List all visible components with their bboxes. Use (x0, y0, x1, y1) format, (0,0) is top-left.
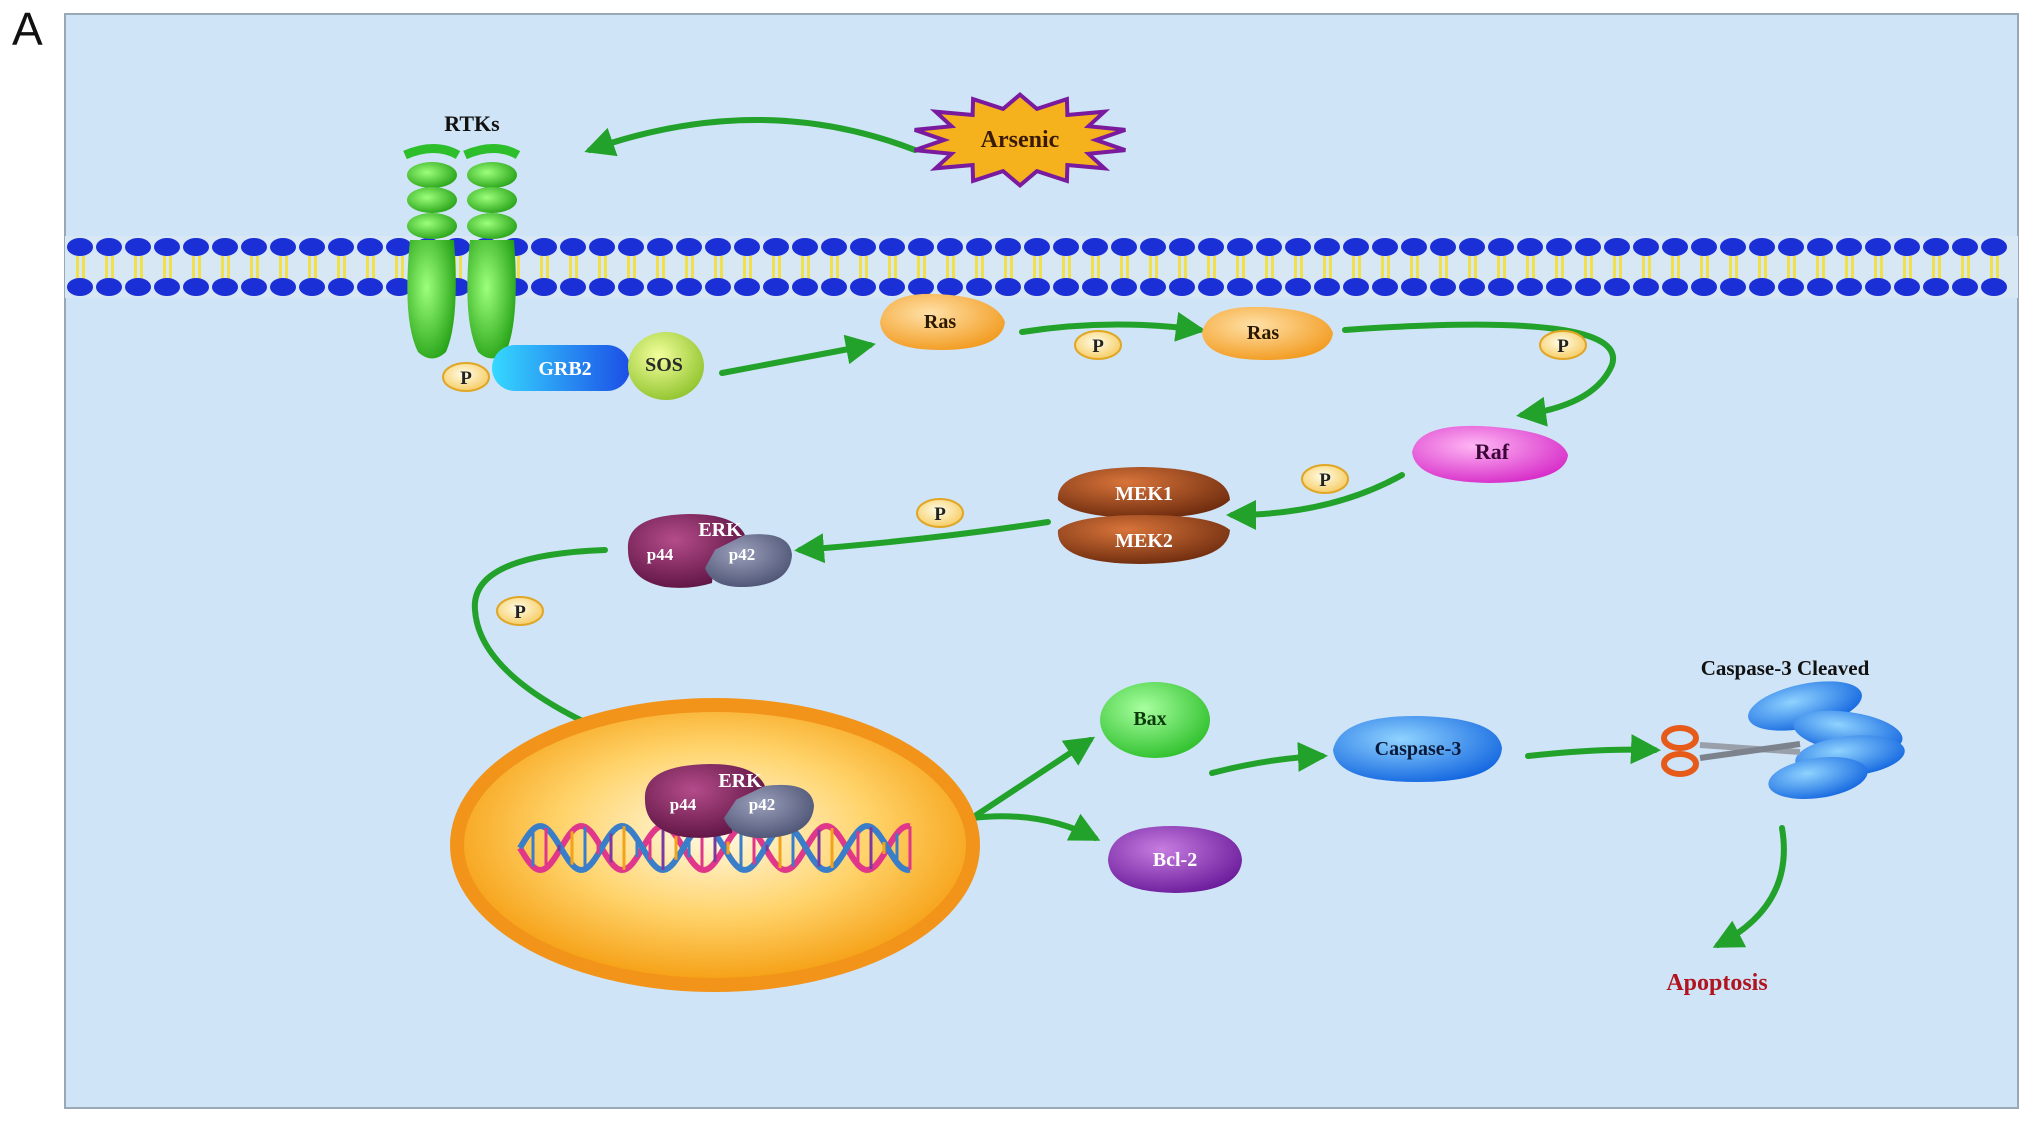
arsenic-label: Arsenic (981, 127, 1060, 153)
nucleus: ERK p44 p42 (450, 698, 980, 992)
arrow-caspase-to-cleaved (1525, 734, 1661, 765)
bax-protein: Bax (1100, 682, 1210, 758)
mek2-protein (1057, 515, 1230, 564)
ras-protein-inactive: Ras (880, 293, 1005, 350)
bax-label: Bax (1133, 708, 1166, 730)
p44-subunit (627, 514, 745, 588)
sos-label: SOS (645, 354, 683, 376)
p44-label: p44 (647, 545, 674, 564)
arrow-bax-to-caspase (1209, 741, 1328, 776)
grb2-label: GRB2 (538, 358, 591, 380)
mek2-label: MEK2 (1115, 530, 1173, 552)
phosphate-label: P (460, 368, 472, 389)
ras-protein-active: Ras (1202, 306, 1333, 360)
phosphate-icon: P (1074, 330, 1122, 360)
scissors-icon (1661, 725, 1801, 777)
arrow-mek-to-erk (794, 519, 1051, 564)
pathway-arrows (471, 117, 1787, 948)
phosphate-label: P (1557, 336, 1569, 357)
phosphate-label: P (1319, 470, 1331, 491)
rtk-monomer-right (463, 144, 521, 359)
bcl2-protein: Bcl-2 (1108, 825, 1242, 893)
arsenic-stimulus: Arsenic (914, 91, 1126, 189)
bcl2-label: Bcl-2 (1153, 849, 1197, 871)
arrow-nucleus-to-bax (969, 736, 1096, 821)
phosphate-label: P (1092, 336, 1104, 357)
phosphate-icon: P (442, 362, 490, 392)
phosphate-icon: P (916, 498, 964, 528)
rtks-label: RTKs (444, 111, 500, 136)
panel-label: A (12, 3, 43, 55)
arrow-sos-to-ras (719, 334, 876, 376)
sos-protein (628, 332, 704, 400)
mek-complex: MEK1 MEK2 (1057, 467, 1230, 564)
arrow-ras-to-ras (1019, 311, 1206, 342)
grb2-sos-complex: GRB2 SOS (492, 332, 704, 400)
nuclear-p42-label: p42 (749, 795, 775, 814)
phosphate-label: P (514, 602, 526, 623)
arrow-cleaved-to-apoptosis (1712, 825, 1787, 948)
phosphate-icon: P (496, 596, 544, 626)
phosphate-label: P (934, 504, 946, 525)
phosphate-icon: P (1301, 464, 1349, 494)
panel-background (64, 13, 2019, 1109)
arrow-raf-to-mek (1226, 472, 1405, 530)
mek1-label: MEK1 (1115, 483, 1173, 505)
raf-label: Raf (1475, 439, 1510, 464)
ras-label-1: Ras (924, 311, 956, 333)
rtk-receptor: RTKs (403, 111, 521, 359)
ras-label-2: Ras (1247, 322, 1279, 344)
phosphate-groups: P P P P P P (442, 330, 1587, 626)
raf-protein: Raf (1412, 425, 1568, 483)
nuclear-erk-label: ERK (718, 770, 762, 792)
caspase3-label: Caspase-3 (1375, 738, 1462, 760)
mek1-protein (1057, 467, 1230, 518)
arrow-erk-to-nucleus (471, 547, 671, 762)
caspase3-cleaved: Caspase-3 Cleaved (1661, 656, 1905, 799)
erk-complex-cytoplasm: ERK p44 p42 (627, 514, 792, 588)
arrow-nucleus-to-bcl2 (969, 813, 1101, 841)
erk-label: ERK (698, 519, 742, 541)
caspase3-protein: Caspase-3 (1333, 715, 1502, 782)
erk-complex-nucleus: ERK p44 p42 (644, 764, 814, 839)
nuclear-p44-label: p44 (670, 795, 697, 814)
apoptosis-label: Apoptosis (1666, 970, 1767, 996)
p42-subunit (705, 534, 792, 588)
p42-label: p42 (729, 545, 755, 564)
rtk-monomer-left (403, 144, 461, 359)
grb2-protein (492, 345, 630, 391)
arrow-ras-to-raf (1342, 321, 1617, 427)
caspase3-cleaved-label: Caspase-3 Cleaved (1701, 656, 1870, 680)
arrow-arsenic-to-rtks (584, 117, 918, 157)
cell-membrane (65, 236, 2018, 298)
phosphate-icon: P (1539, 330, 1587, 360)
